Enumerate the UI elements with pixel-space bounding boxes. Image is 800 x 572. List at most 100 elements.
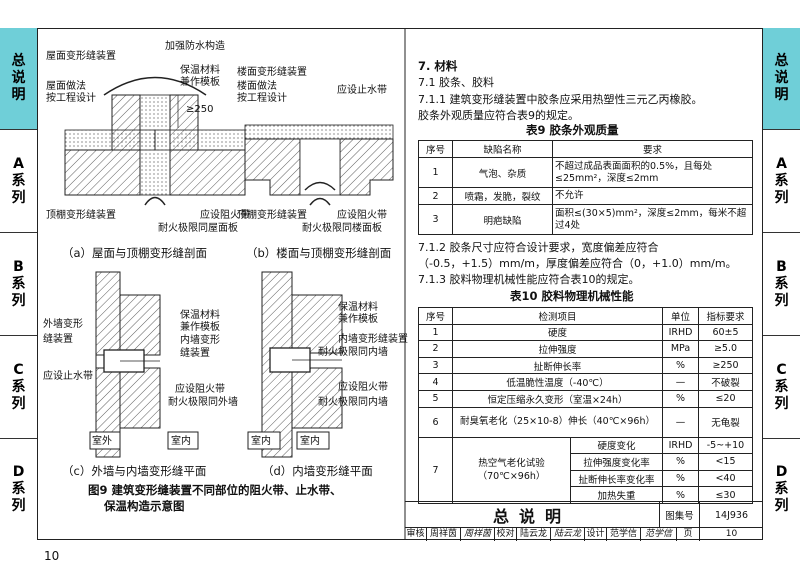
signature-row: 审核 周祥茵 周祥茵 校对 陆云龙 陆云龙 设计 范学信 范学信 页 10 — [406, 528, 738, 541]
figure-d-caption: （d）内墙变形缝平面 — [262, 464, 373, 478]
tab-series-c[interactable]: C系列 — [0, 335, 37, 438]
sheet-title: 总说明 — [405, 502, 660, 528]
table-header: 指标要求 — [698, 307, 753, 325]
tab-series-b[interactable]: B系列 — [0, 232, 37, 335]
label: 楼面变形缝装置 — [237, 65, 307, 78]
label: 室内 — [300, 434, 320, 447]
table-header: 序号 — [418, 140, 453, 158]
label: 耐火极限同内墙 — [318, 395, 388, 408]
figure-c-labels: 外墙变形 缝装置 应设止水带 保温材料 兼作模板 内墙变形 缝装置 应设阻火带 … — [43, 308, 238, 478]
label: 耐火极限同屋面板 — [158, 221, 238, 234]
figure-a-caption: （a）屋面与顶棚变形缝剖面 — [62, 246, 207, 260]
label: 缝装置 — [43, 332, 73, 345]
label: ≥250 — [186, 104, 213, 115]
label: 保温材料 — [180, 63, 220, 76]
label: 屋面变形缝装置 — [46, 49, 116, 62]
tab-general[interactable]: 总说明 — [0, 28, 37, 129]
figure-d-labels: 保温材料 兼作模板 内墙变形缝装置 耐火极限同内墙 应设阻火带 耐火极限同内墙 … — [251, 300, 408, 478]
figure-b-floor-section — [244, 124, 394, 206]
figure-b-caption: （b）楼面与顶棚变形缝剖面 — [246, 246, 391, 260]
table-row: 拉伸强度变化率%<15 — [419, 453, 753, 471]
tab-series-d-right[interactable]: D系列 — [763, 438, 800, 540]
table-header: 缺陷名称 — [452, 140, 553, 158]
label: 屋面做法 — [46, 79, 86, 92]
tab-series-a-right[interactable]: A系列 — [763, 129, 800, 232]
right-series-tabs: 总说明 A系列 B系列 C系列 D系列 — [763, 28, 800, 540]
figure-c-caption: （c）外墙与内墙变形缝平面 — [62, 464, 206, 478]
figure-a-roof-section — [64, 76, 246, 206]
table-row: 扯断伸长率变化率%<40 — [419, 469, 753, 488]
tab-series-c-right[interactable]: C系列 — [763, 335, 800, 438]
label: 室内 — [171, 434, 191, 447]
label: 室内 — [251, 434, 271, 447]
page-number: 10 — [44, 549, 60, 563]
label: 楼面做法 — [237, 79, 277, 92]
label: 应设阻火带 — [175, 382, 225, 395]
paragraph: 7.1.2 胶条尺寸应符合设计要求，宽度偏差应符合 — [418, 241, 659, 254]
label: 应设阻火带 — [337, 208, 387, 221]
tab-series-a[interactable]: A系列 — [0, 129, 37, 232]
table-row: 7 热空气老化试验（70℃×96h） 硬度变化 IRHD -5~+10 — [418, 436, 753, 504]
section-heading: 7. 材料 — [418, 59, 458, 73]
label: 顶棚变形缝装置 — [46, 208, 116, 221]
figure-d-interior-wall-plan — [247, 271, 343, 458]
label: 按工程设计 — [46, 91, 96, 104]
figure-title: 图9 建筑变形缝装置不同部位的阻火带、止水带、 — [88, 483, 342, 497]
label: 保温材料 — [338, 300, 378, 313]
figure-a-labels: 屋面变形缝装置 加强防水构造 保温材料 兼作模板 屋面做法 按工程设计 ≥250… — [46, 39, 250, 260]
drawing-frame — [37, 28, 763, 540]
table-9: 序号 缺陷名称 要求 1 气泡、杂质 不超过成品表面面积的0.5%，且每处≤25… — [418, 140, 753, 235]
label: 兼作模板 — [180, 75, 220, 88]
figure-c-exterior-wall-plan — [89, 271, 199, 458]
label: 应设阻火带 — [200, 208, 250, 221]
table-header: 序号 — [418, 307, 453, 325]
figure-b-labels: 楼面变形缝装置 楼面做法 按工程设计 应设止水带 顶棚变形缝装置 应设阻火带 耐… — [237, 65, 391, 260]
label: 内墙变形缝装置 — [338, 332, 408, 345]
table-header: 单位 — [662, 307, 699, 325]
label: 顶棚变形缝装置 — [237, 208, 307, 221]
table-row: 1 气泡、杂质 不超过成品表面面积的0.5%，且每处≤25mm²，深度≤2mm — [418, 157, 753, 188]
label: 应设止水带 — [43, 369, 93, 382]
label: 兼作模板 — [338, 312, 378, 325]
label: 外墙变形 — [43, 317, 83, 330]
subsection-heading: 7.1 胶条、胶料 — [418, 76, 494, 89]
label: 耐火极限同内墙 — [318, 345, 388, 358]
title-block: 总说明 图集号 14J936 审核 周祥茵 周祥茵 校对 陆云龙 陆云龙 设计 … — [405, 501, 763, 541]
left-series-tabs: 总说明 A系列 B系列 C系列 D系列 — [0, 28, 37, 540]
label: 应设阻火带 — [338, 380, 388, 393]
paragraph: 胶条外观质量应符合表9的规定。 — [418, 109, 579, 122]
tab-series-b-right[interactable]: B系列 — [763, 232, 800, 335]
table-row: 加热失重%—≤30 — [419, 486, 753, 504]
figure-title-line2: 保温构造示意图 — [103, 499, 185, 513]
tab-general-right[interactable]: 总说明 — [763, 28, 800, 129]
label: 保温材料 — [180, 308, 220, 321]
table-row: 3 明疤缺陷 面积≤(30×5)mm²，深度≤2mm，每米不超过4处 — [418, 204, 753, 235]
paragraph: 7.1.1 建筑变形缝装置中胶条应采用热塑性三元乙丙橡胶。 — [418, 93, 703, 106]
paragraph: （-0.5，+1.5）mm/m，厚度偏差应符合（0，+1.0）mm/m。 — [418, 257, 737, 270]
tab-series-d[interactable]: D系列 — [0, 438, 37, 540]
table-header: 要求 — [552, 140, 753, 158]
label: 室外 — [92, 434, 112, 447]
label: 缝装置 — [180, 346, 210, 359]
label: 耐火极限同外墙 — [168, 395, 238, 408]
label: 耐火极限同楼面板 — [302, 221, 382, 234]
atlas-label: 图集号 — [660, 502, 700, 528]
table-header: 检测项目 — [452, 307, 663, 325]
label: 按工程设计 — [237, 91, 287, 104]
label: 兼作模板 — [180, 320, 220, 333]
table9-title: 表9 胶条外观质量 — [526, 123, 619, 137]
label: 内墙变形 — [180, 333, 220, 346]
table10-title: 表10 胶料物理机械性能 — [510, 289, 634, 303]
paragraph: 7.1.3 胶料物理机械性能应符合表10的规定。 — [418, 273, 640, 286]
label: 应设止水带 — [337, 83, 387, 96]
table-row: 2 喷霜，发脆，裂纹 不允许 — [418, 187, 753, 205]
label: 加强防水构造 — [165, 39, 225, 52]
